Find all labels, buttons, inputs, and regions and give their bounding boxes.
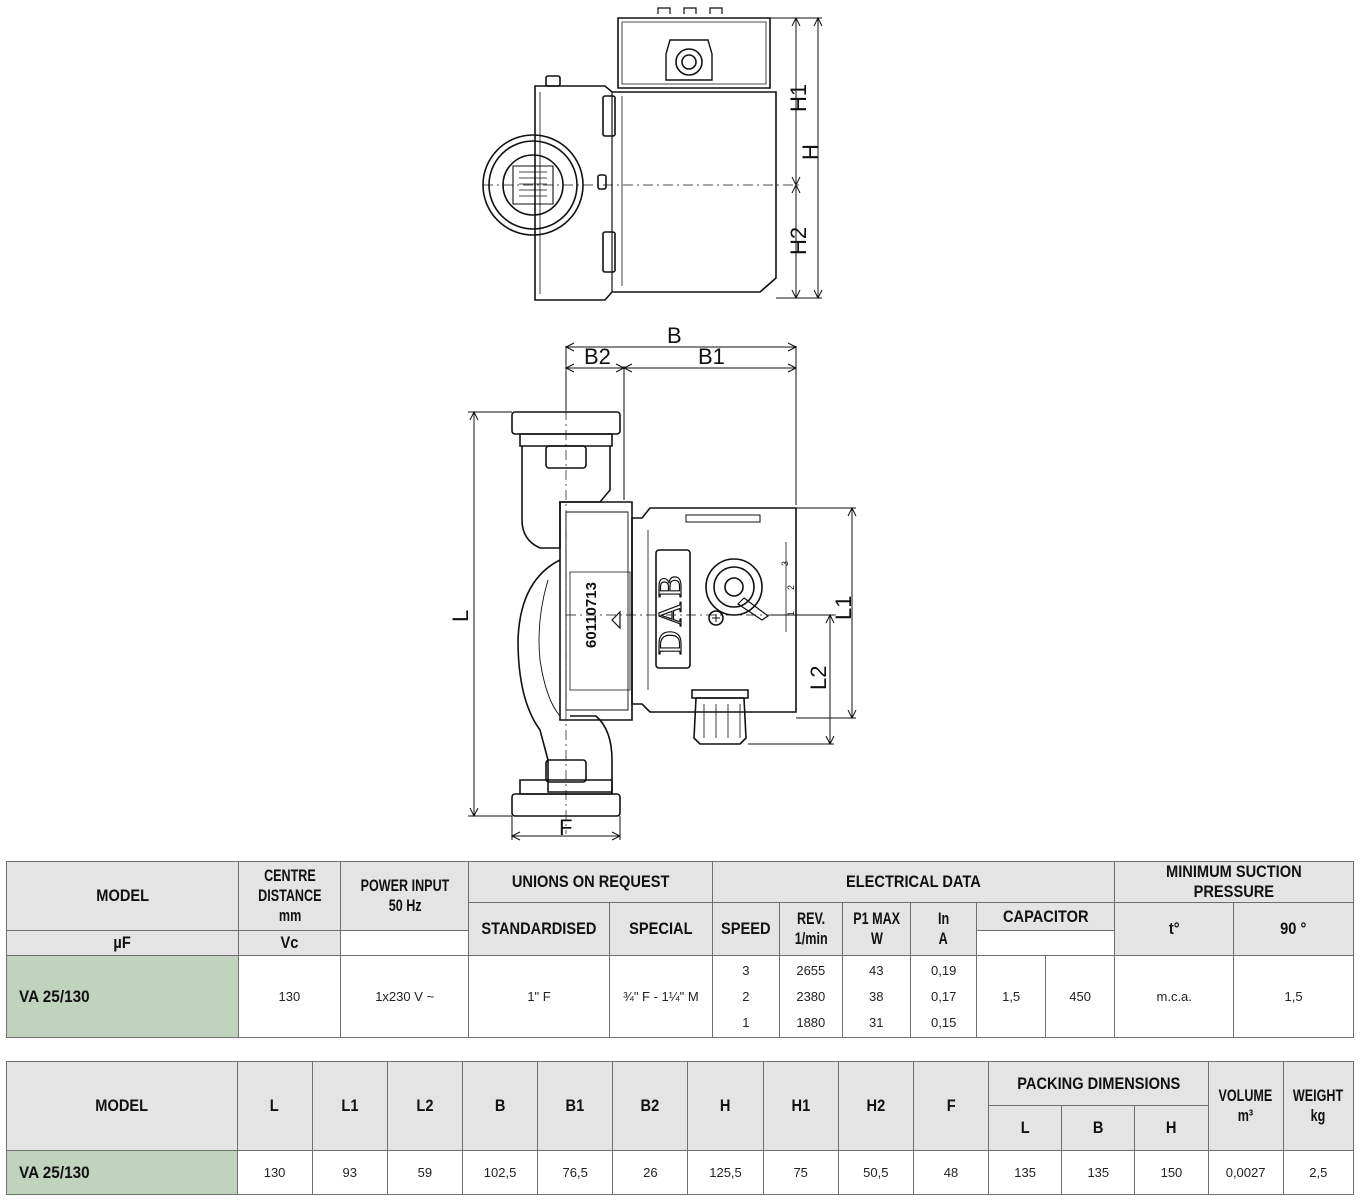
header-packing-b: B	[1061, 1105, 1136, 1151]
packing-h-cell: 150	[1134, 1150, 1209, 1195]
header-rev: REV.1/min	[779, 902, 843, 956]
dim-label-b: B	[667, 323, 682, 348]
dim-label-b2: B2	[584, 344, 611, 369]
pump-front-view	[511, 410, 840, 834]
packing-b-cell: 135	[1061, 1150, 1136, 1195]
suction-unit-cell: m.c.a.	[1114, 955, 1235, 1038]
l-cell: 130	[236, 1150, 313, 1195]
dim-label-h2: H2	[786, 227, 811, 255]
header-l: L	[236, 1061, 313, 1151]
dim-label-l: L	[448, 610, 473, 622]
front-view-dimensions	[468, 342, 857, 841]
centre-distance-cell: 130	[237, 955, 342, 1038]
dim-label-h: H	[798, 144, 823, 160]
standardised-cell: 1" F	[468, 955, 610, 1038]
header-model: MODEL	[6, 1061, 238, 1151]
table-row: VA 25/130 130 1x230 V ~ 1" F ¾" F - 1¼" …	[6, 955, 1354, 1038]
nameplate-code: 60110713	[583, 582, 600, 648]
header-b1: B1	[537, 1061, 614, 1151]
b1-cell: 76,5	[537, 1150, 614, 1195]
packing-l-cell: 135	[988, 1150, 1063, 1195]
dimensions-table: MODEL L L1 L2 B B1 B2 H H1 H2 F PACKING …	[6, 1061, 1355, 1195]
table-row: VA 25/130 130 93 59 102,5 76,5 26 125,5 …	[6, 1150, 1355, 1195]
header-h1: H1	[762, 1061, 839, 1151]
header-special: SPECIAL	[609, 902, 713, 956]
header-vc: Vc	[237, 930, 342, 956]
l1-cell: 93	[311, 1150, 388, 1195]
header-speed: SPEED	[711, 902, 781, 956]
weight-cell: 2,5	[1282, 1150, 1355, 1195]
b-cell: 102,5	[461, 1150, 539, 1195]
suction-value-cell: 1,5	[1233, 955, 1354, 1038]
h2-cell: 50,5	[837, 1150, 914, 1195]
header-min-suction: MINIMUM SUCTION PRESSURE	[1114, 861, 1354, 903]
speed-mark-3: 3	[780, 561, 790, 566]
header-capacitor: CAPACITOR	[976, 902, 1116, 931]
header-b: B	[461, 1061, 539, 1151]
pump-side-view	[482, 7, 800, 301]
speed-mark-1: 1	[786, 611, 796, 616]
header-b2: B2	[612, 1061, 689, 1151]
dim-label-l1: L1	[831, 596, 856, 620]
dim-label-b1: B1	[698, 344, 725, 369]
header-packing-dimensions: PACKING DIMENSIONS	[988, 1061, 1209, 1106]
header-packing-h: H	[1134, 1105, 1209, 1151]
header-electrical-data: ELECTRICAL DATA	[711, 861, 1116, 903]
model-cell: VA 25/130	[6, 955, 239, 1038]
header-unions: UNIONS ON REQUEST	[468, 861, 713, 903]
volume-cell: 0,0027	[1207, 1150, 1284, 1195]
uf-cell: 1,5	[976, 955, 1046, 1038]
header-t90: 90 °	[1233, 902, 1354, 956]
dim-label-f: F	[559, 815, 572, 840]
header-h2: H2	[837, 1061, 914, 1151]
dab-logo: DAB	[652, 571, 689, 655]
f-cell: 48	[912, 1150, 990, 1195]
header-packing-l: L	[988, 1105, 1063, 1151]
header-uf: µF	[6, 930, 239, 956]
vc-cell: 450	[1044, 955, 1116, 1038]
header-f: F	[912, 1061, 990, 1151]
special-cell: ¾" F - 1¼" M	[609, 955, 713, 1038]
header-model: MODEL	[6, 861, 239, 931]
header-l1: L1	[311, 1061, 388, 1151]
h1-cell: 75	[762, 1150, 839, 1195]
side-view-dimensions	[770, 16, 823, 300]
dim-label-l2: L2	[806, 666, 831, 690]
header-l2: L2	[386, 1061, 463, 1151]
l2-cell: 59	[386, 1150, 463, 1195]
power-input-cell: 1x230 V ~	[340, 955, 470, 1038]
h-cell: 125,5	[687, 1150, 764, 1195]
dim-label-h1: H1	[786, 84, 811, 112]
pump-dimension-drawing: H1 H H2 B B2 B1 L L1 L2 F 60110713 DAB 3…	[448, 7, 857, 841]
b2-cell: 26	[612, 1150, 689, 1195]
speed-mark-2: 2	[786, 585, 796, 590]
header-h: H	[687, 1061, 764, 1151]
header-t: t°	[1114, 902, 1235, 956]
header-standardised: STANDARDISED	[468, 902, 610, 956]
model-cell: VA 25/130	[6, 1150, 238, 1195]
